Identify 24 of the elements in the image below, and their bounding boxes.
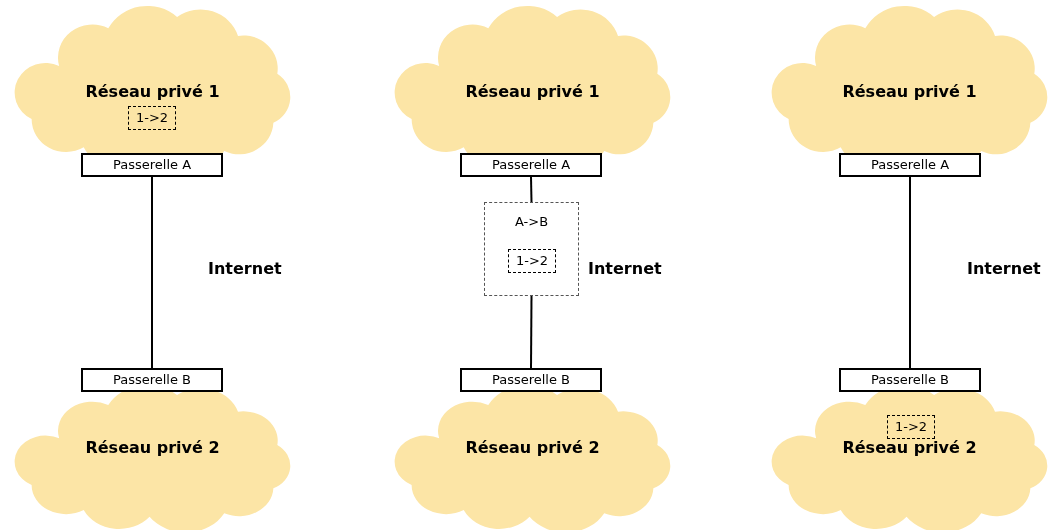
packet-box: 1->2 bbox=[508, 249, 556, 273]
tunnel-packet-box bbox=[484, 202, 579, 296]
network-label: Internet bbox=[588, 259, 662, 279]
network-title: Réseau privé 1 bbox=[465, 82, 600, 102]
network-title: Réseau privé 2 bbox=[465, 438, 600, 458]
network-label: Internet bbox=[208, 259, 282, 279]
gateway-box: Passerelle A bbox=[81, 153, 223, 177]
gateway-box: Passerelle A bbox=[839, 153, 981, 177]
packet-box: 1->2 bbox=[887, 415, 935, 439]
network-title: Réseau privé 1 bbox=[85, 82, 220, 102]
packet-header: A->B bbox=[513, 213, 550, 231]
network-label: Internet bbox=[967, 259, 1041, 279]
gateway-box: Passerelle B bbox=[81, 368, 223, 392]
connector-line bbox=[151, 176, 153, 369]
connector-line bbox=[909, 176, 911, 369]
connector-line bbox=[530, 295, 533, 369]
packet-box: 1->2 bbox=[128, 106, 176, 130]
gateway-box: Passerelle A bbox=[460, 153, 602, 177]
network-title: Réseau privé 1 bbox=[842, 82, 977, 102]
network-title: Réseau privé 2 bbox=[842, 438, 977, 458]
network-title: Réseau privé 2 bbox=[85, 438, 220, 458]
gateway-box: Passerelle B bbox=[839, 368, 981, 392]
gateway-box: Passerelle B bbox=[460, 368, 602, 392]
connector-line bbox=[530, 176, 533, 203]
